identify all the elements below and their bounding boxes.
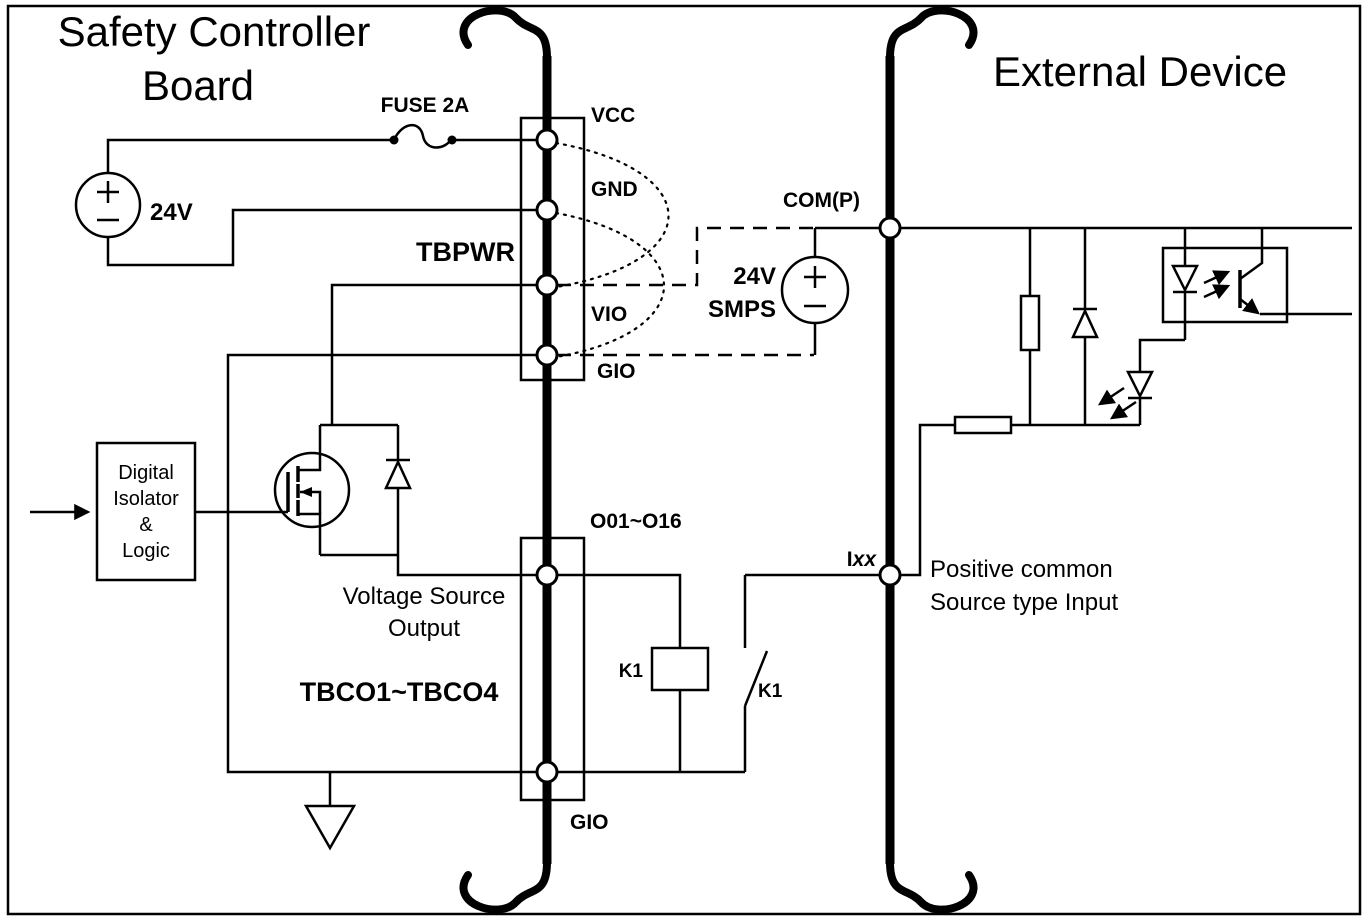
tbpwr-terminal-block: TBPWR VCC GND VIO GIO bbox=[416, 104, 670, 383]
gio-return-wire bbox=[226, 353, 537, 774]
terminal-gio-bottom bbox=[535, 760, 559, 784]
smps-label-line1: 24V bbox=[733, 263, 776, 290]
ixx-label-prefix: I bbox=[847, 548, 853, 571]
mosfet-symbol bbox=[273, 451, 351, 529]
input-desc-line2: Source type Input bbox=[930, 589, 1118, 616]
supply-24v-source: 24V bbox=[74, 138, 537, 267]
dashed-wire-vio-smps bbox=[557, 226, 814, 287]
jumper-arc-gnd-gio bbox=[554, 211, 666, 359]
terminal-gnd bbox=[535, 198, 559, 222]
vso-label-line1: Voltage Source bbox=[343, 583, 506, 610]
jumper-arc-vcc-vio bbox=[554, 141, 670, 289]
page-border bbox=[6, 4, 1362, 916]
optocoupler-box bbox=[1161, 246, 1289, 324]
wire bbox=[106, 138, 392, 173]
input-node-ixx: Ixx Positive common Source type Input bbox=[745, 423, 1118, 616]
terminal-label-gnd: GND bbox=[591, 178, 638, 201]
wire bbox=[900, 423, 955, 577]
opto-led bbox=[1170, 264, 1200, 293]
led-emission-arrow bbox=[1109, 400, 1137, 420]
opto-emission-arrow bbox=[1203, 270, 1231, 286]
led-emission-arrow bbox=[1097, 386, 1125, 406]
clamp-diode bbox=[1071, 308, 1099, 339]
indicator-led bbox=[1125, 370, 1155, 399]
relay-coil-k1: K1 bbox=[557, 573, 745, 774]
relay-contact-k1: K1 bbox=[743, 575, 783, 772]
fuse-symbol bbox=[392, 124, 454, 149]
mosfet-source-lead bbox=[298, 512, 322, 555]
isolator-text-line4: Logic bbox=[122, 540, 170, 562]
relay-coil-symbol bbox=[650, 646, 710, 692]
voltage-source-output-circuit: Voltage Source Output bbox=[320, 283, 537, 642]
opto-emission-arrow bbox=[1203, 284, 1231, 300]
mosfet-switch bbox=[195, 425, 351, 555]
smps-label-line2: SMPS bbox=[708, 296, 776, 323]
fuse-label: FUSE 2A bbox=[381, 94, 470, 117]
ixx-node bbox=[878, 563, 902, 587]
break-symbol-bottom bbox=[459, 858, 551, 914]
terminal-label-gio-bottom: GIO bbox=[570, 811, 609, 834]
input-desc-line1: Positive common bbox=[930, 556, 1113, 583]
ixx-label-sub: xx bbox=[852, 548, 878, 571]
digital-isolator-block: Digital Isolator & Logic bbox=[30, 441, 197, 582]
break-symbol-top bbox=[886, 6, 978, 62]
tbpwr-label: TBPWR bbox=[416, 237, 515, 267]
tbpwr-block-outline bbox=[519, 116, 586, 382]
voltage-source-symbol bbox=[74, 171, 142, 239]
tbco-terminal-block: TBCO1~TBCO4 O01~O16 GIO bbox=[300, 510, 682, 834]
terminal-gio bbox=[535, 343, 559, 367]
right-board-title: External Device bbox=[993, 48, 1287, 95]
optocoupler bbox=[1161, 228, 1352, 340]
output-wire bbox=[396, 555, 537, 577]
isolator-text-line1: Digital bbox=[118, 462, 174, 484]
terminal-label-vcc: VCC bbox=[591, 104, 635, 127]
series-resistor bbox=[953, 415, 1013, 435]
gio-return bbox=[226, 353, 537, 851]
com-rail: COM(P) bbox=[783, 189, 1352, 240]
vio-wire bbox=[330, 283, 537, 425]
vso-label-line2: Output bbox=[388, 615, 460, 642]
smps-source-symbol bbox=[780, 255, 850, 325]
break-symbol-bottom bbox=[886, 858, 978, 914]
wire bbox=[106, 208, 537, 267]
left-board-title-line1: Safety Controller bbox=[58, 8, 371, 55]
controller-board-edge bbox=[459, 6, 552, 914]
external-input-circuit bbox=[953, 228, 1185, 435]
external-device-edge bbox=[885, 6, 978, 914]
terminal-label-gio: GIO bbox=[597, 360, 636, 383]
relay-contact-label: K1 bbox=[758, 681, 783, 702]
supply-voltage-label: 24V bbox=[150, 199, 193, 226]
left-board-title-line2: Board bbox=[142, 62, 254, 109]
terminal-label-o01-o16: O01~O16 bbox=[590, 510, 682, 533]
tbco-label: TBCO1~TBCO4 bbox=[300, 677, 499, 707]
terminal-label-vio: VIO bbox=[591, 303, 627, 326]
pull-resistor bbox=[1019, 294, 1041, 352]
mosfet-arrow bbox=[300, 487, 312, 497]
phototransistor-emitter bbox=[1239, 298, 1260, 315]
tbco-block-outline bbox=[519, 536, 586, 802]
wire bbox=[1138, 338, 1185, 372]
phototransistor-collector bbox=[1239, 228, 1264, 281]
smps-24v: 24V SMPS bbox=[557, 226, 850, 357]
terminal-vio bbox=[535, 273, 559, 297]
isolator-text-line3: & bbox=[139, 514, 153, 536]
mosfet-drain-lead bbox=[298, 425, 322, 472]
fuse-2a: FUSE 2A bbox=[381, 94, 537, 149]
break-symbol-top bbox=[459, 6, 551, 62]
wire bbox=[557, 573, 682, 648]
relay-coil-label: K1 bbox=[619, 661, 644, 682]
isolator-text-line2: Isolator bbox=[113, 488, 179, 510]
flyback-diode bbox=[384, 459, 412, 490]
terminal-vcc bbox=[535, 128, 559, 152]
com-node bbox=[878, 216, 902, 240]
com-label: COM(P) bbox=[783, 189, 860, 212]
contact-blade bbox=[743, 650, 769, 707]
ixx-label: Ixx bbox=[847, 548, 878, 571]
terminal-o01 bbox=[535, 563, 559, 587]
ground-symbol bbox=[303, 804, 357, 851]
